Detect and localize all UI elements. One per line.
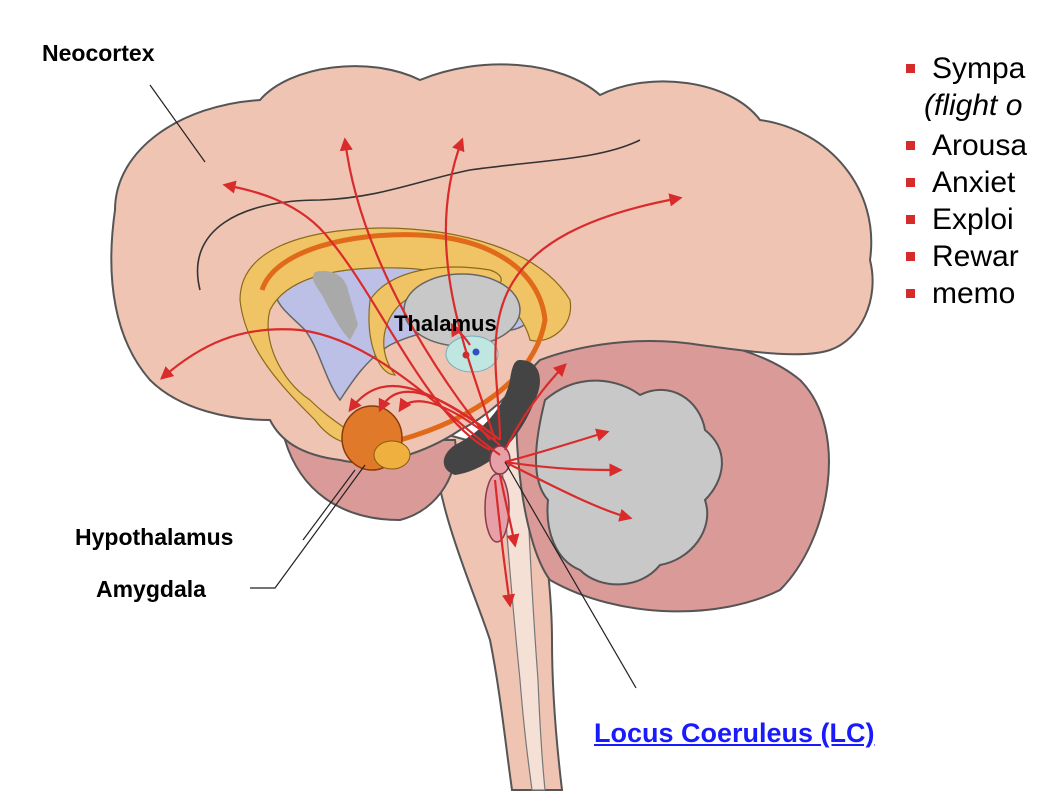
substantia: [443, 360, 540, 475]
bullet-marker: [906, 252, 915, 261]
bullet-marker: [906, 289, 915, 298]
leader-lines: [149, 84, 637, 689]
bullet-marker: [906, 215, 915, 224]
brainstem-tract: [499, 429, 546, 791]
thalamus-label: Thalamus: [394, 311, 497, 336]
cortex-groove: [196, 139, 641, 291]
bullet-marker: [906, 141, 915, 150]
hypothalamus-label: Hypothalamus: [75, 524, 234, 550]
neocortex-label: Neocortex: [42, 40, 155, 66]
cerebellum-arbor: [535, 379, 723, 586]
bullet-marker: [906, 64, 915, 73]
septum: [312, 270, 358, 340]
amygdala-shape: [373, 440, 411, 470]
bullet-marker: [906, 178, 915, 187]
projection-arrows: [160, 137, 683, 608]
thalamus-nucleus: [445, 335, 499, 373]
amygdala-label: Amygdala: [96, 576, 206, 602]
locus-coeruleus-link[interactable]: Locus Coeruleus (LC): [594, 718, 875, 748]
